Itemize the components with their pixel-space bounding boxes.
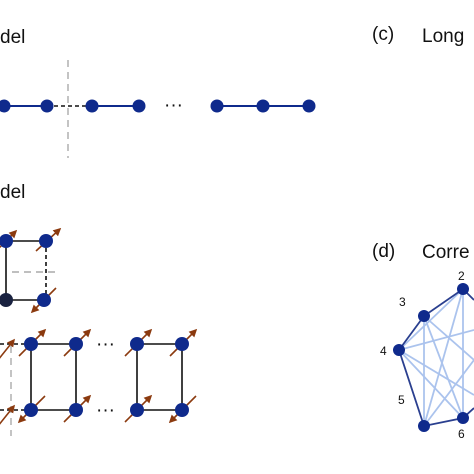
chain-node — [0, 99, 11, 113]
panel-d: (d) Corre 2 3 4 5 6 — [372, 241, 474, 441]
chain-node — [132, 99, 146, 113]
panel-c: (c) Long — [372, 24, 464, 47]
graph-node-label-2: 2 — [458, 269, 465, 283]
spin-node — [69, 403, 83, 417]
correlation-edge — [398, 329, 474, 351]
spin-node — [0, 293, 13, 307]
panel-c-title: Long — [422, 26, 464, 47]
correlation-edge — [398, 288, 464, 351]
spin-node — [175, 337, 189, 351]
graph-node-label-6: 6 — [458, 427, 465, 441]
plaquette — [0, 227, 62, 314]
spin-node — [39, 234, 53, 248]
panel-d-title: Corre — [422, 242, 470, 263]
panel-b: del — [0, 182, 198, 436]
correlation-edge — [423, 315, 464, 419]
spin-node — [175, 403, 189, 417]
graph-node-label-3: 3 — [399, 295, 406, 309]
panel-a-title: del — [0, 27, 25, 48]
correlation-edge — [423, 288, 464, 427]
correlation-edges — [398, 288, 474, 427]
graph-node-5 — [418, 420, 430, 432]
spin-node — [24, 337, 38, 351]
panel-d-label: (d) — [372, 241, 395, 262]
graph-node-2 — [457, 283, 469, 295]
spin-node — [37, 293, 51, 307]
chain-node — [256, 99, 270, 113]
chain-node — [210, 99, 224, 113]
chain-node — [40, 99, 54, 113]
correlation-edge — [398, 349, 464, 419]
spin-node — [24, 403, 38, 417]
correlation-edge — [398, 349, 474, 396]
spin-node — [0, 234, 13, 248]
correlation-edge — [423, 359, 474, 427]
ladder-ellipsis-bottom: ··· — [96, 400, 115, 421]
ladder: ··· ··· — [0, 328, 198, 436]
panel-a: del ··· — [0, 27, 316, 158]
ladder-ellipsis-top: ··· — [96, 334, 115, 355]
graph-node-label-5: 5 — [398, 393, 405, 407]
panel-c-label: (c) — [372, 24, 394, 45]
graph-node-4 — [393, 344, 405, 356]
correlation-edge — [423, 315, 474, 361]
graph-node-3 — [418, 310, 430, 322]
chain-node — [85, 99, 99, 113]
panel-b-title: del — [0, 182, 25, 203]
spin-arrow — [0, 404, 15, 425]
graph-node-6 — [457, 412, 469, 424]
graph-node-label-4: 4 — [380, 344, 387, 358]
chain-ellipsis: ··· — [164, 95, 183, 116]
chain-node — [302, 99, 316, 113]
spin-node — [130, 403, 144, 417]
spin-arrow — [0, 338, 15, 359]
spin-node — [69, 337, 83, 351]
spin-node — [130, 337, 144, 351]
